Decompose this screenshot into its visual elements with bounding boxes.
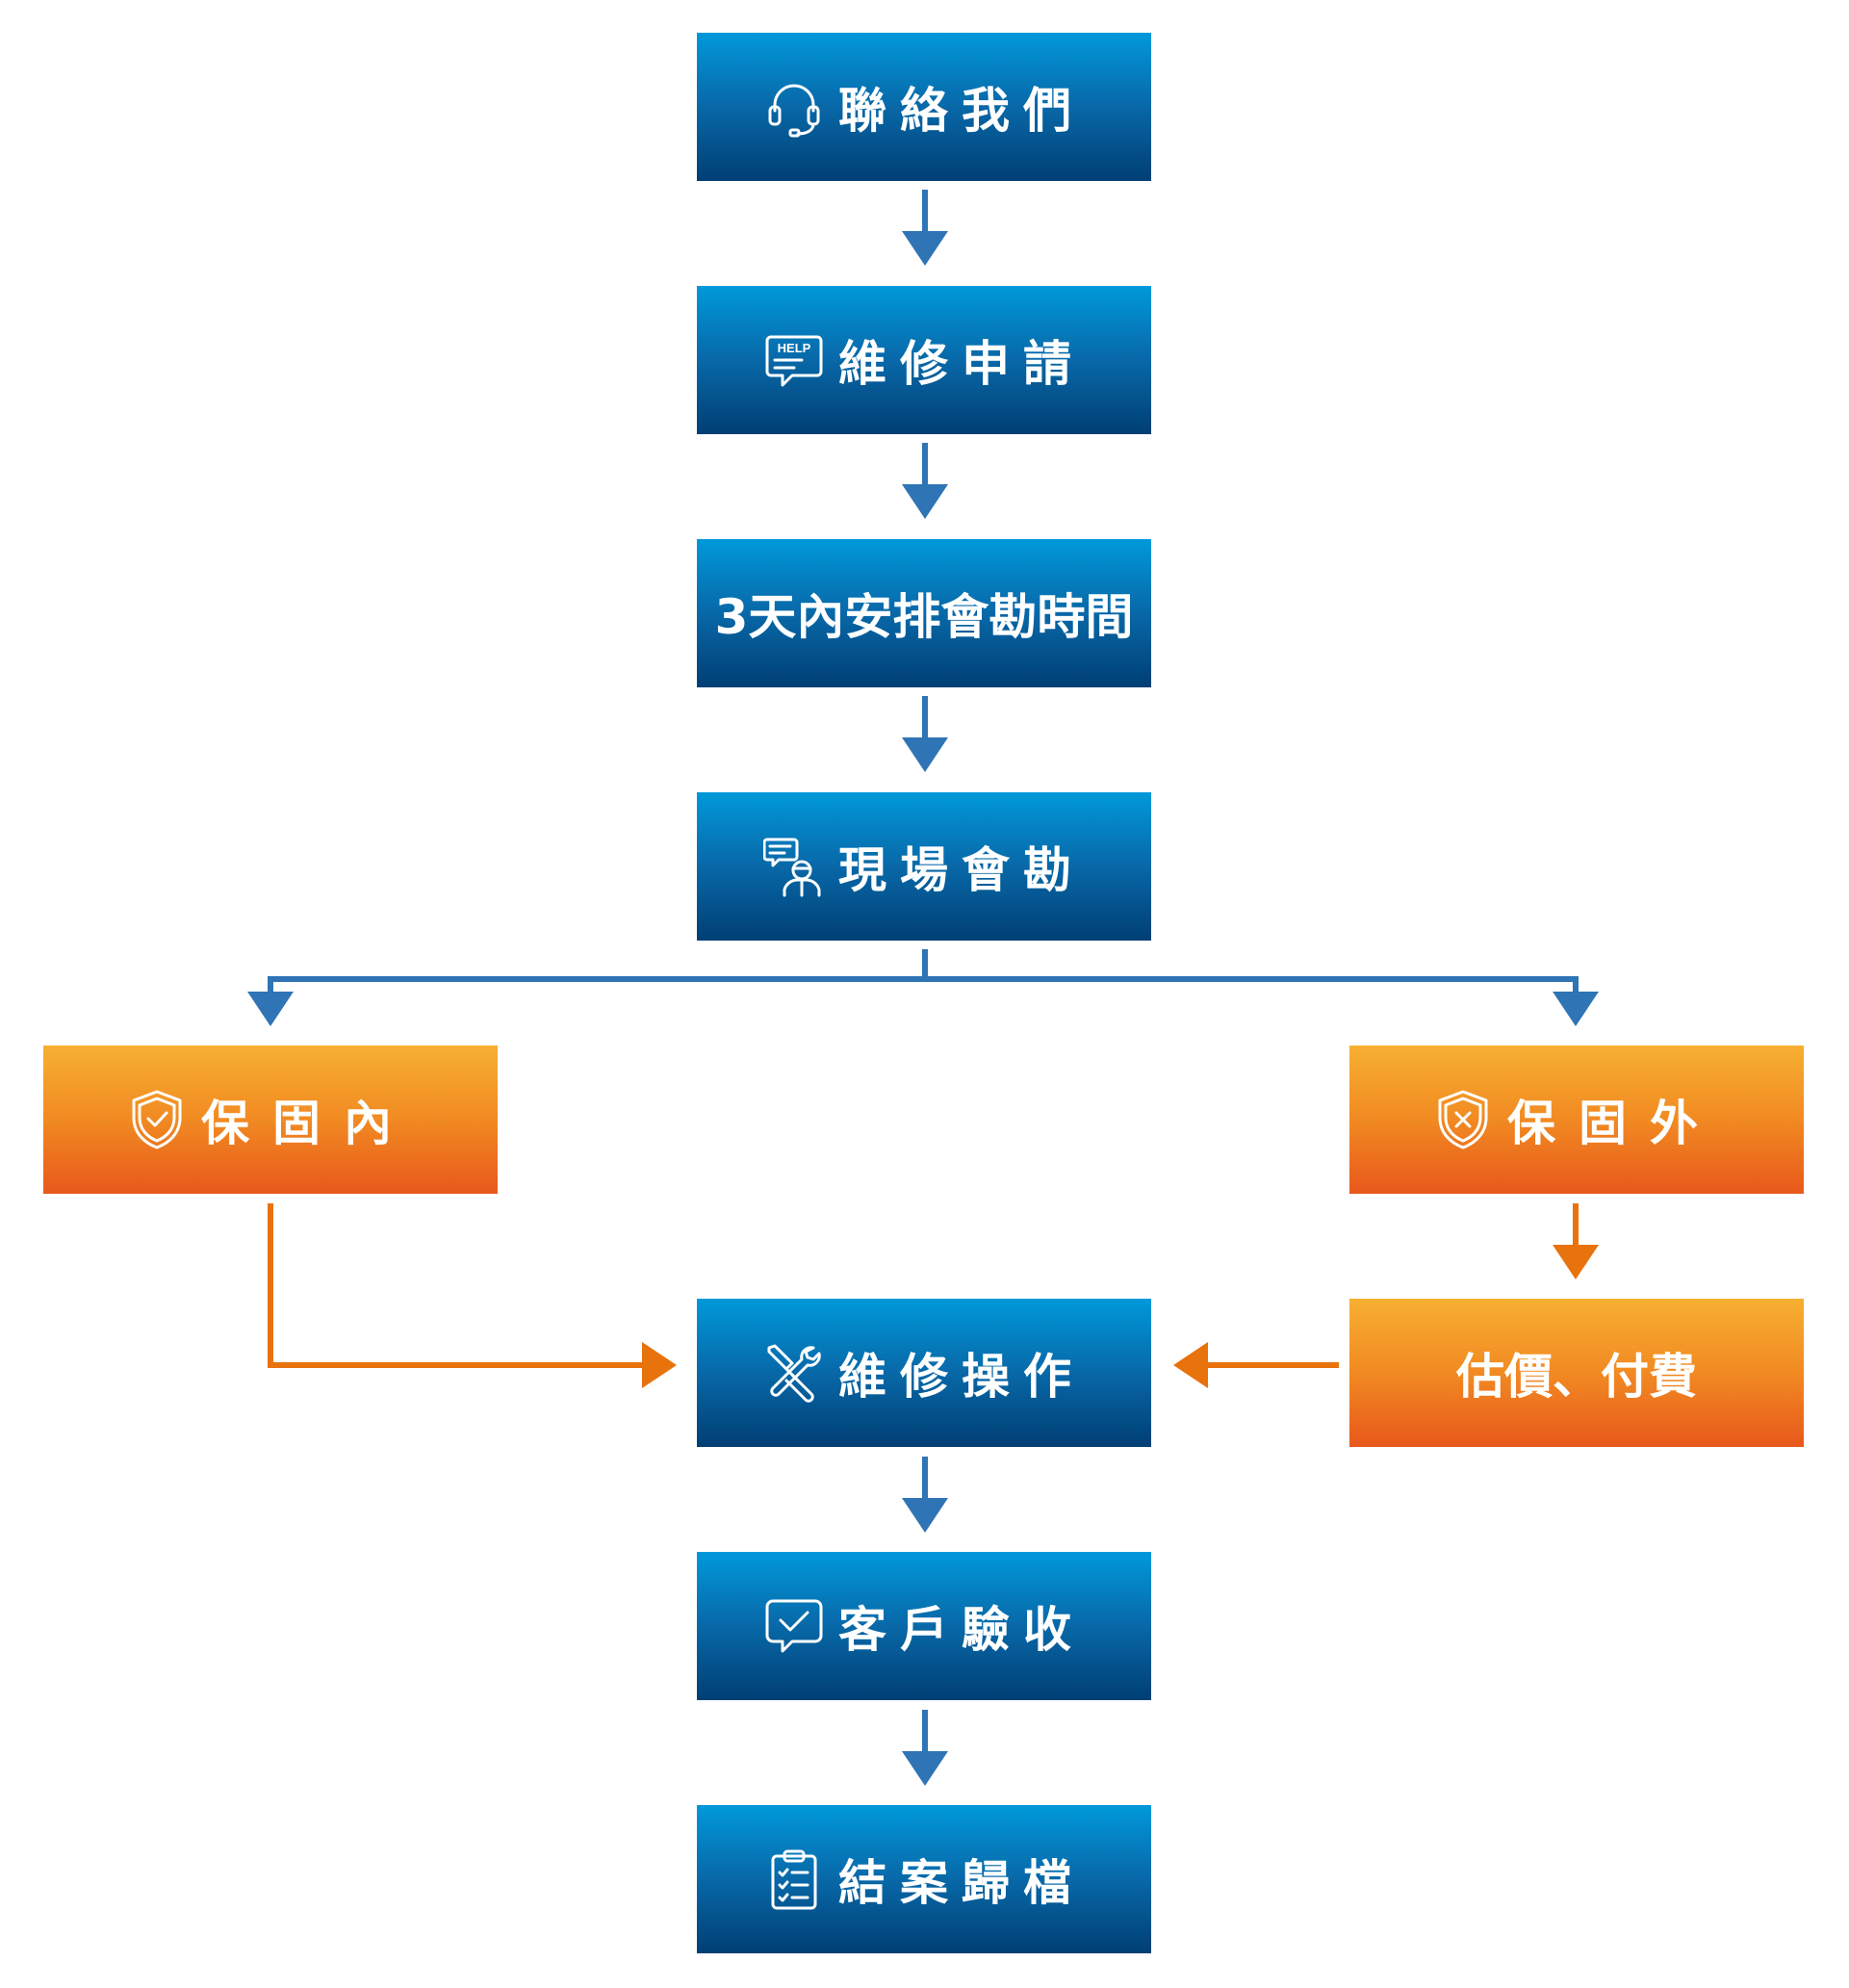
step-repair-request: HELP 維修申請 — [697, 286, 1151, 434]
step-repair-request-label: 維修申請 — [838, 336, 1085, 392]
shield-x-icon — [1438, 1090, 1488, 1149]
step-contact-us: 聯絡我們 — [697, 33, 1151, 181]
step-repair-operation: 維修操作 — [697, 1299, 1151, 1447]
step-case-closed-label: 結案歸檔 — [838, 1855, 1085, 1911]
clipboard-checklist-icon — [771, 1849, 817, 1910]
shield-check-icon — [132, 1090, 182, 1149]
check-chat-icon — [765, 1599, 823, 1653]
help-chat-icon-text: HELP — [778, 341, 811, 355]
step-out-of-warranty-label: 保固外 — [1507, 1096, 1721, 1151]
step-site-survey-label: 現場會勘 — [838, 842, 1085, 898]
tools-icon — [767, 1344, 821, 1403]
step-in-warranty: 保固內 — [43, 1046, 498, 1194]
step-schedule-survey-label: 3天內安排會勘時間 — [714, 589, 1134, 645]
arrow-in-warranty-to-repair — [268, 1203, 677, 1388]
step-repair-operation-label: 維修操作 — [838, 1349, 1085, 1405]
step-case-closed: 結案歸檔 — [697, 1805, 1151, 1953]
step-schedule-survey: 3天內安排會勘時間 — [697, 539, 1151, 687]
step-quote-payment-label: 估價、付費 — [1456, 1349, 1697, 1405]
step-site-survey: 現場會勘 — [697, 792, 1151, 941]
step-in-warranty-label: 保固內 — [201, 1096, 415, 1151]
step-customer-acceptance-label: 客戶驗收 — [838, 1602, 1085, 1658]
step-customer-acceptance: 客戶驗收 — [697, 1552, 1151, 1700]
headset-icon — [768, 84, 820, 138]
step-out-of-warranty: 保固外 — [1349, 1046, 1804, 1194]
help-chat-icon: HELP — [765, 335, 823, 387]
step-contact-us-label: 聯絡我們 — [838, 83, 1085, 139]
step-quote-payment: 估價、付費 — [1349, 1299, 1804, 1447]
technician-chat-icon — [763, 838, 821, 897]
